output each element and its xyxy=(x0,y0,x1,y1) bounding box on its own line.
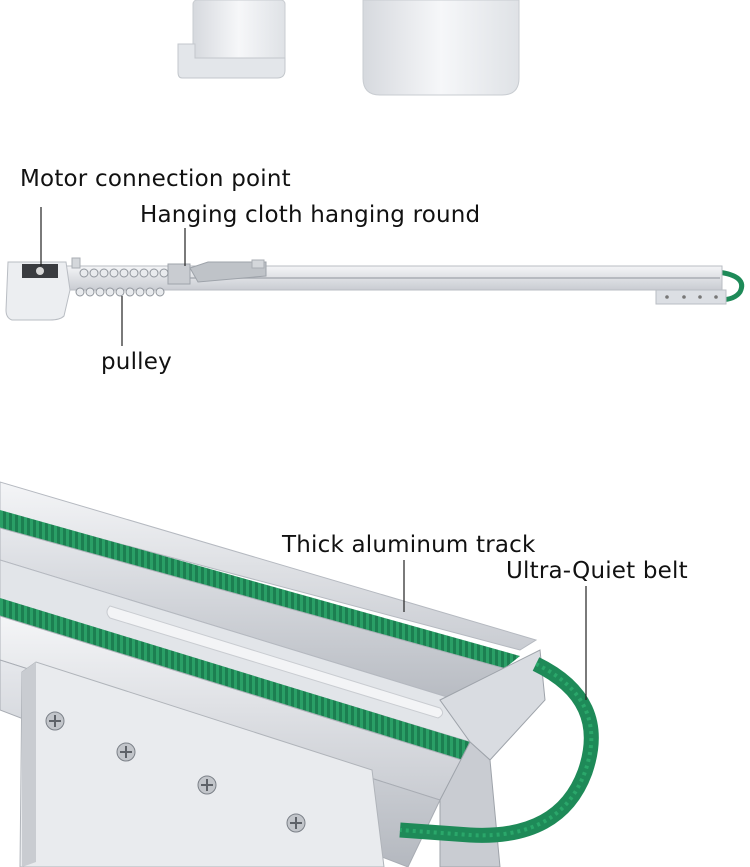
label-motor-connection-point: Motor connection point xyxy=(20,166,291,192)
pulley-row-bottom xyxy=(75,287,165,297)
belt-loop xyxy=(399,657,599,843)
bracket-screws xyxy=(45,711,306,833)
motor-housing xyxy=(362,0,520,96)
motor-bracket xyxy=(177,0,286,79)
label-hanging-cloth-round: Hanging cloth hanging round xyxy=(140,202,481,228)
pulley-row-top xyxy=(79,268,169,278)
track-closeup xyxy=(0,481,599,867)
curtain-track-overview xyxy=(5,257,745,321)
label-pulley: pulley xyxy=(101,349,172,375)
label-thick-aluminum-track: Thick aluminum track xyxy=(282,532,536,558)
label-ultra-quiet-belt: Ultra-Quiet belt xyxy=(506,558,688,584)
